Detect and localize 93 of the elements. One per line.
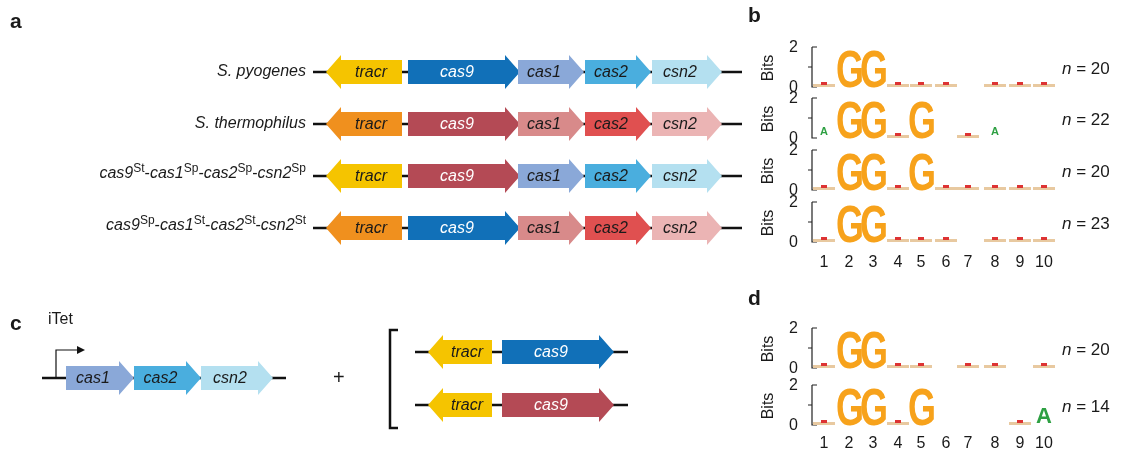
position-number: 9	[1014, 254, 1026, 270]
position-number: 3	[867, 435, 879, 451]
gene-symbol: tracr	[326, 159, 402, 193]
gene-symbol: cas1	[518, 211, 584, 245]
position-number: 8	[989, 254, 1001, 270]
nucleotide-letter: G	[836, 94, 862, 147]
panel-letter: d	[748, 287, 761, 308]
axis-tick-label: 0	[789, 360, 798, 376]
position-number: 2	[843, 254, 855, 270]
gene-symbol: cas9	[408, 107, 520, 141]
axis-tick-label: 2	[789, 320, 798, 336]
nucleotide-letter: G	[836, 381, 862, 434]
gene-symbol: cas2	[134, 361, 201, 395]
nucleotide-letter: A	[819, 126, 829, 137]
gene-symbol: cas9	[408, 55, 520, 89]
axis-tick-label: 0	[789, 234, 798, 250]
gene-symbol: csn2	[652, 159, 722, 193]
nucleotide-letter: G	[836, 198, 862, 251]
axis-title: Bits	[760, 105, 777, 133]
position-number: 5	[915, 435, 927, 451]
nucleotide-letter: G	[860, 198, 886, 251]
position-number: 7	[962, 435, 974, 451]
position-number: 3	[867, 254, 879, 270]
axis-title: Bits	[760, 392, 777, 420]
gene-symbol: csn2	[652, 55, 722, 89]
nucleotide-letter: A	[990, 126, 1000, 137]
sample-size: n = 22	[1062, 111, 1110, 128]
axis-title: Bits	[760, 157, 777, 185]
position-number: 6	[940, 254, 952, 270]
gene-symbol: cas1	[66, 361, 134, 395]
gene-symbol: tracr	[428, 388, 492, 422]
nucleotide-letter: G	[860, 43, 886, 96]
nucleotide-letter: G	[908, 94, 934, 147]
gene-symbol: tracr	[326, 211, 402, 245]
position-number: 5	[915, 254, 927, 270]
sample-size: n = 20	[1062, 163, 1110, 180]
nucleotide-letter: G	[860, 324, 886, 377]
position-number: 6	[940, 435, 952, 451]
nucleotide-letter: A	[1035, 405, 1053, 427]
construct-name: cas9$^{Sp}$-cas1$^{St}$-cas2$^{St}$-csn2$^{St}$	[106, 217, 306, 233]
gene-symbol: cas1	[518, 159, 584, 193]
axis-tick-label: 2	[789, 39, 798, 55]
position-number: 4	[892, 254, 904, 270]
nucleotide-letter: G	[860, 381, 886, 434]
nucleotide-letter: G	[860, 94, 886, 147]
construct-name: cas9$^{St}$-cas1$^{Sp}$-cas2$^{Sp}$-csn2$^{Sp}$	[99, 165, 306, 181]
axis-title: Bits	[760, 335, 777, 363]
position-number: 2	[843, 435, 855, 451]
gene-symbol: cas2	[585, 55, 651, 89]
nucleotide-letter: G	[836, 146, 862, 199]
sample-size: n = 20	[1062, 341, 1110, 358]
position-number: 8	[989, 435, 1001, 451]
gene-symbol: cas2	[585, 107, 651, 141]
gene-symbol: csn2	[652, 107, 722, 141]
strain-name: S. pyogenes	[217, 63, 306, 79]
gene-symbol: cas1	[518, 107, 584, 141]
position-number: 10	[1034, 254, 1054, 270]
gene-symbol: cas9	[502, 388, 614, 422]
panel-letter: c	[10, 312, 22, 333]
gene-symbol: cas2	[585, 159, 651, 193]
nucleotide-letter: G	[908, 146, 934, 199]
sample-size: n = 14	[1062, 398, 1110, 415]
promoter-label: iTet	[48, 311, 73, 327]
gene-symbol: cas2	[585, 211, 651, 245]
position-number: 1	[818, 254, 830, 270]
position-number: 1	[818, 435, 830, 451]
position-number: 7	[962, 254, 974, 270]
position-number: 9	[1014, 435, 1026, 451]
axis-tick-label: 2	[789, 377, 798, 393]
position-number: 4	[892, 435, 904, 451]
plus-sign: +	[333, 367, 345, 387]
position-number: 10	[1034, 435, 1054, 451]
gene-symbol: cas9	[408, 211, 520, 245]
sample-size: n = 23	[1062, 215, 1110, 232]
nucleotide-letter: G	[836, 324, 862, 377]
gene-symbol: tracr	[428, 335, 492, 369]
nucleotide-letter: G	[860, 146, 886, 199]
gene-symbol: cas9	[502, 335, 614, 369]
strain-name: S. thermophilus	[194, 115, 306, 131]
nucleotide-letter: G	[836, 43, 862, 96]
panel-letter: b	[748, 4, 761, 25]
axis-title: Bits	[760, 54, 777, 82]
gene-symbol: tracr	[326, 55, 402, 89]
axis-tick-label: 0	[789, 417, 798, 433]
gene-symbol: tracr	[326, 107, 402, 141]
gene-symbol: csn2	[652, 211, 722, 245]
gene-symbol: csn2	[201, 361, 273, 395]
nucleotide-letter: G	[908, 381, 934, 434]
gene-symbol: cas1	[518, 55, 584, 89]
gene-symbol: cas9	[408, 159, 520, 193]
axis-title: Bits	[760, 209, 777, 237]
panel-letter: a	[10, 10, 22, 31]
sample-size: n = 20	[1062, 60, 1110, 77]
